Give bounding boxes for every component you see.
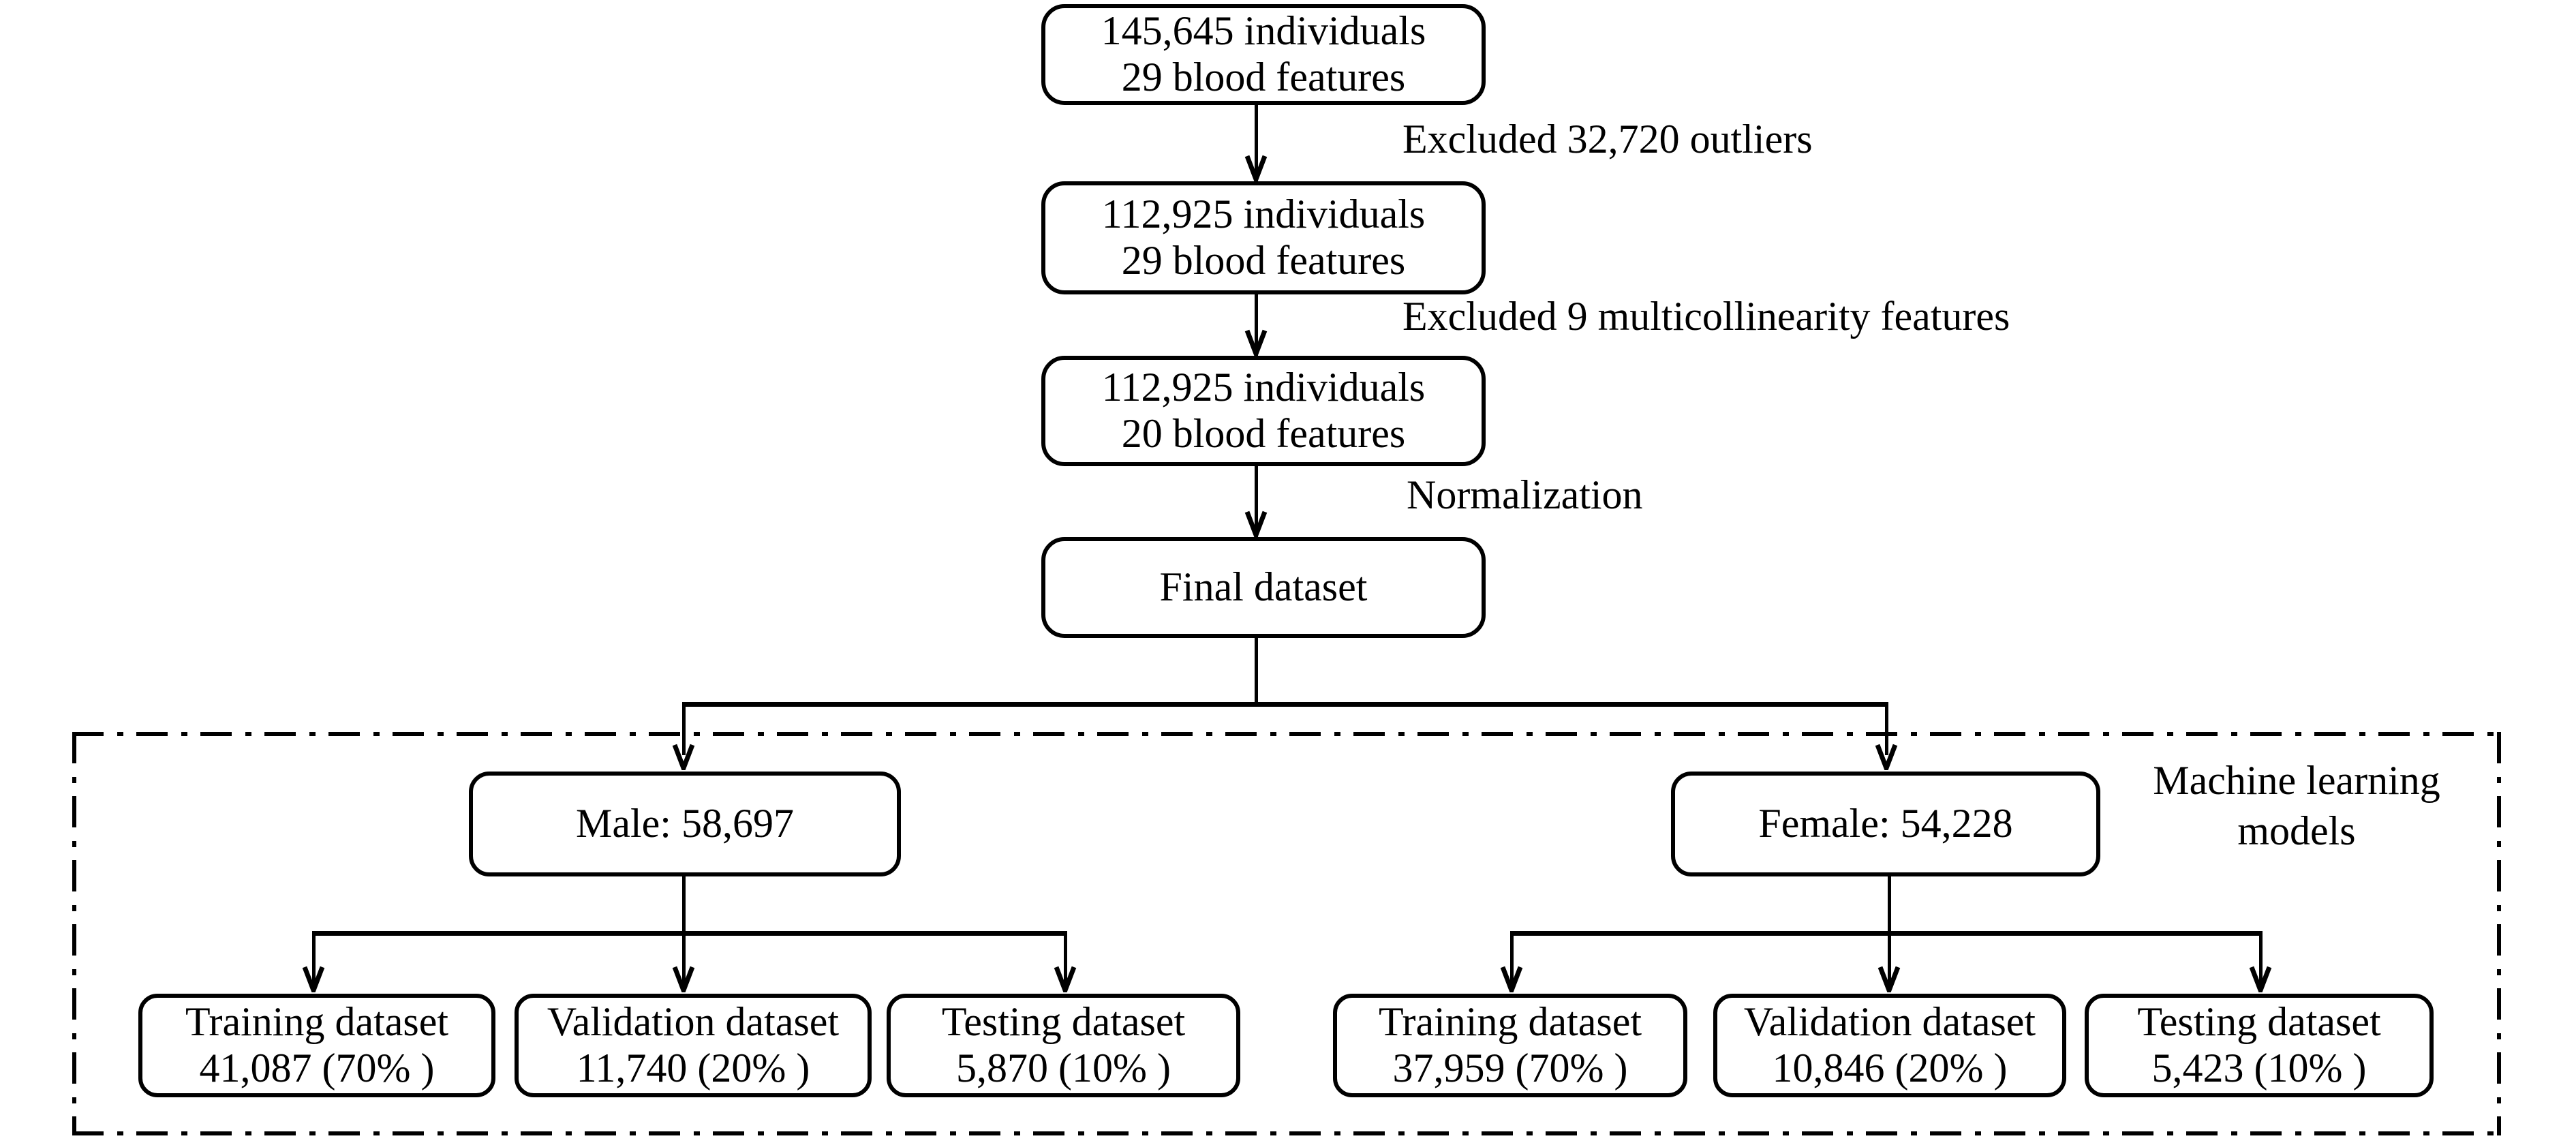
arrowhead-down-icon <box>1875 743 1898 770</box>
female-child-stem-2 <box>1888 931 1891 991</box>
arrowhead-down-icon <box>1244 329 1268 356</box>
arrowhead-down-icon <box>2249 965 2272 992</box>
ml-region-title-line1: Machine learning <box>2153 758 2440 803</box>
split-spine <box>1255 638 1258 705</box>
edge-label-normalization: Normalization <box>1407 472 1643 517</box>
box-initial-cohort: 145,645 individuals 29 blood features <box>1041 4 1486 105</box>
box-female-label: Female: 54,228 <box>1758 801 2013 846</box>
edge-label-excluded-outliers: Excluded 32,720 outliers <box>1402 117 1813 162</box>
box-female: Female: 54,228 <box>1671 772 2100 876</box>
arrowhead-down-icon <box>1877 965 1901 992</box>
box-female-validation-line1: Validation dataset <box>1743 999 2036 1045</box>
female-branch-stem <box>1888 876 1891 935</box>
female-branch-line <box>1510 931 2263 936</box>
ml-region-border-top <box>72 732 2501 736</box>
male-split-stem <box>682 702 686 755</box>
edge-label-excluded-multicollinearity: Excluded 9 multicollinearity features <box>1402 294 2010 339</box>
arrow-stem-1 <box>1255 105 1258 181</box>
ml-region-border-bottom <box>72 1131 2501 1135</box>
arrowhead-down-icon <box>1244 154 1268 181</box>
box-after-multicollinearity: 112,925 individuals 20 blood features <box>1041 356 1486 466</box>
box-after-outliers-line1: 112,925 individuals <box>1101 192 1426 237</box>
arrow-stem-3 <box>1255 466 1258 537</box>
male-child-stem-3 <box>1064 931 1067 991</box>
male-branch-line <box>312 931 1067 936</box>
box-male-validation-line2: 11,740 (20% ) <box>576 1045 810 1090</box>
arrowhead-down-icon <box>672 965 695 992</box>
box-male-training-line2: 41,087 (70% ) <box>199 1045 435 1090</box>
box-after-outliers-line2: 29 blood features <box>1121 238 1406 283</box>
arrowhead-down-icon <box>672 743 695 770</box>
box-male-validation-line1: Validation dataset <box>547 999 840 1045</box>
box-female-validation-line2: 10,846 (20% ) <box>1772 1045 2008 1090</box>
ml-region-title-line2: models <box>2237 808 2356 853</box>
ml-region-title: Machine learning models <box>2106 755 2487 856</box>
split-branch-line <box>684 702 1888 707</box>
box-after-multicollinearity-line1: 112,925 individuals <box>1101 365 1426 410</box>
box-male-training: Training dataset 41,087 (70% ) <box>138 994 495 1097</box>
box-female-testing-line1: Testing dataset <box>2137 999 2381 1045</box>
male-child-stem-2 <box>682 931 686 991</box>
box-male: Male: 58,697 <box>469 772 901 876</box>
arrowhead-down-icon <box>1054 965 1077 992</box>
arrowhead-down-icon <box>1244 510 1268 537</box>
box-female-testing-line2: 5,423 (10% ) <box>2151 1045 2367 1090</box>
female-child-stem-1 <box>1510 931 1514 991</box>
box-female-training-line2: 37,959 (70% ) <box>1392 1045 1628 1090</box>
box-female-training: Training dataset 37,959 (70% ) <box>1333 994 1687 1097</box>
box-initial-cohort-line2: 29 blood features <box>1121 55 1406 100</box>
arrow-stem-2 <box>1255 294 1258 356</box>
box-male-testing: Testing dataset 5,870 (10% ) <box>887 994 1240 1097</box>
box-after-outliers: 112,925 individuals 29 blood features <box>1041 181 1486 294</box>
arrowhead-down-icon <box>302 965 325 992</box>
box-final-dataset: Final dataset <box>1041 537 1486 638</box>
male-branch-stem <box>682 876 686 935</box>
box-male-label: Male: 58,697 <box>576 801 794 846</box>
box-male-validation: Validation dataset 11,740 (20% ) <box>515 994 872 1097</box>
male-child-stem-1 <box>312 931 316 991</box>
box-after-multicollinearity-line2: 20 blood features <box>1121 411 1406 456</box>
ml-region-border-right <box>2497 732 2501 1135</box>
female-split-stem <box>1885 702 1888 755</box>
female-child-stem-3 <box>2259 931 2263 991</box>
box-male-training-line1: Training dataset <box>185 999 449 1045</box>
box-initial-cohort-line1: 145,645 individuals <box>1101 8 1426 54</box>
box-female-validation: Validation dataset 10,846 (20% ) <box>1713 994 2066 1097</box>
box-female-testing: Testing dataset 5,423 (10% ) <box>2085 994 2434 1097</box>
box-female-training-line1: Training dataset <box>1378 999 1642 1045</box>
box-final-dataset-label: Final dataset <box>1159 564 1368 610</box>
box-male-testing-line2: 5,870 (10% ) <box>956 1045 1171 1090</box>
box-male-testing-line1: Testing dataset <box>941 999 1186 1045</box>
ml-region-border-left <box>72 732 76 1135</box>
arrowhead-down-icon <box>1500 965 1523 992</box>
